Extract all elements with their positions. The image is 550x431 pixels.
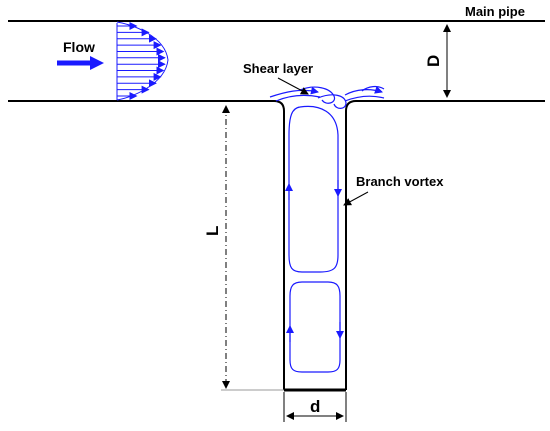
dimension-branch-length [221, 105, 284, 391]
velocity-profile [116, 21, 169, 101]
main-pipe-bottom-wall-right [345, 100, 545, 390]
branch-length-label: L [203, 226, 222, 236]
main-diameter-label: D [424, 55, 443, 67]
profile-arrows [117, 22, 166, 100]
shear-layer-label: Shear layer [243, 61, 313, 76]
shear-layer-swirls [269, 85, 385, 109]
upper-vortex-cell [288, 105, 339, 273]
branch-vortices [285, 105, 344, 373]
flow-label: Flow [63, 39, 95, 55]
dimension-branch-diameter [283, 392, 347, 422]
branch-diameter-label: d [310, 397, 320, 416]
branch-vortex-label: Branch vortex [356, 174, 444, 189]
profile-curve [116, 21, 169, 101]
branch-vortex-leader [343, 191, 369, 206]
shear-layer-leader [277, 77, 309, 95]
right-arrow-icon [57, 56, 104, 70]
lower-vortex-cell [289, 281, 341, 373]
main-pipe-label: Main pipe [465, 4, 525, 19]
main-pipe-bottom-wall-left [8, 100, 285, 390]
flow-indicator: Flow [57, 39, 104, 70]
pipe-walls [8, 20, 545, 392]
